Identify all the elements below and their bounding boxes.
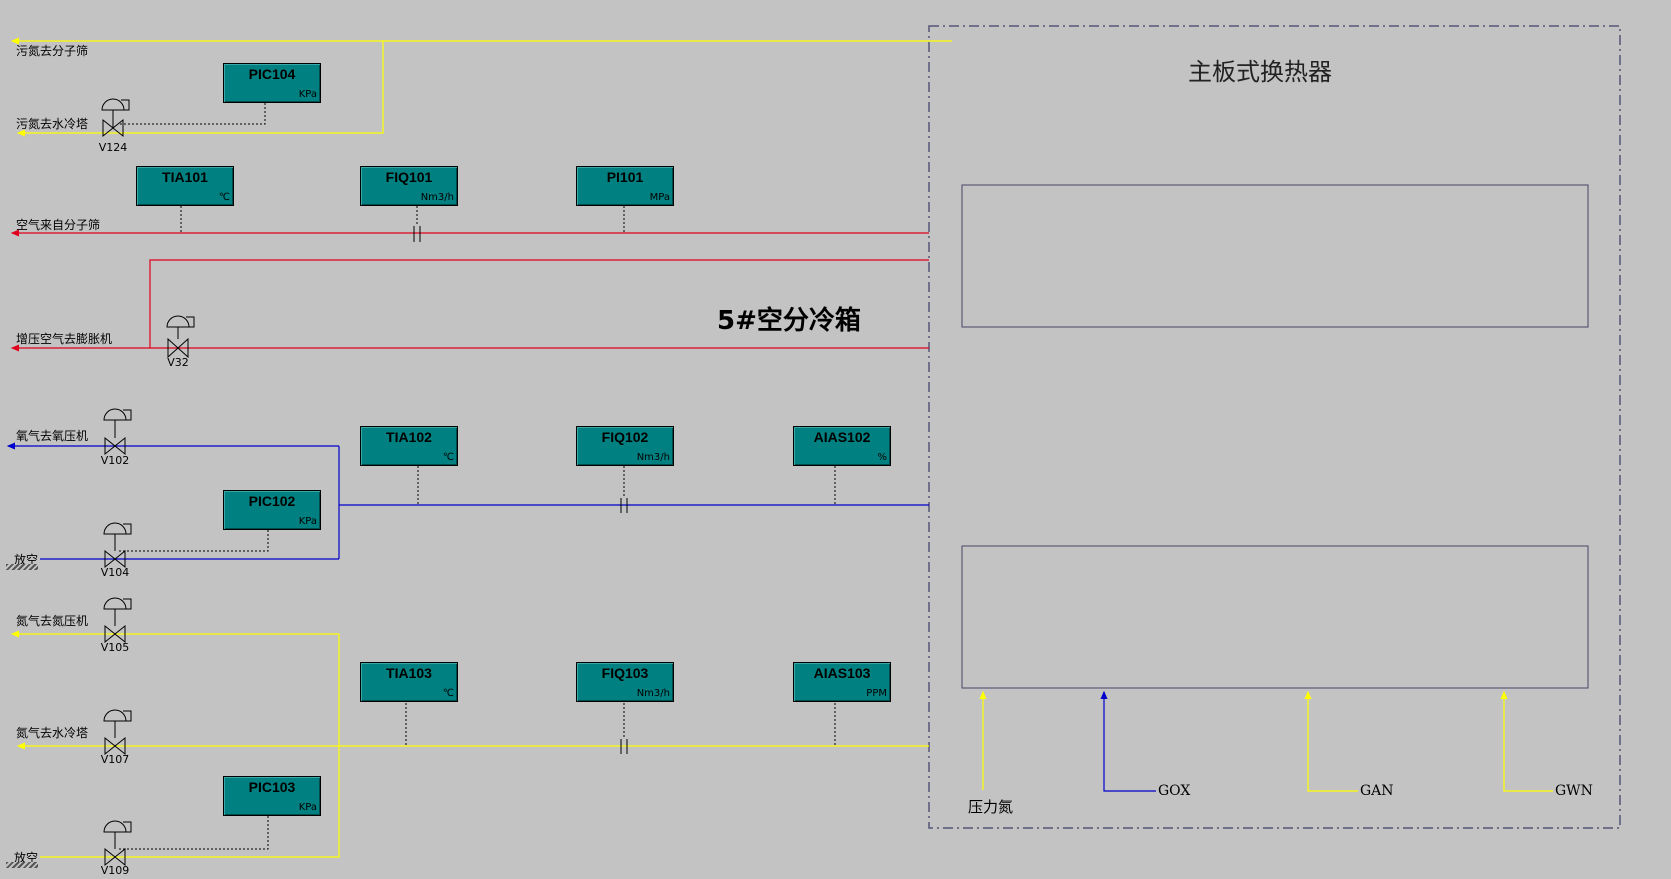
instrument-tia101[interactable]: TIA101 ℃ [136, 166, 234, 206]
instrument-pic102[interactable]: PIC102 KPa [223, 490, 321, 530]
orifice-fiq101 [413, 226, 421, 242]
exchanger-upper-section [961, 184, 1589, 328]
stream-tag-gox: GOX [1158, 783, 1191, 799]
oxygen-lines [6, 442, 929, 560]
instrument-fiq101[interactable]: FIQ101 Nm3/h [360, 166, 458, 206]
stream-tag-pressure-n2: 压力氮 [968, 798, 1014, 816]
stream-tag-gwn: GWN [1555, 783, 1593, 799]
orifice-fiq102 [620, 498, 628, 513]
gox-feed [1100, 690, 1156, 792]
control-valve-v104[interactable] [97, 520, 137, 574]
nitrogen-lines [10, 630, 929, 858]
control-valve-v107[interactable] [97, 707, 137, 761]
instrument-fiq102[interactable]: FIQ102 Nm3/h [576, 426, 674, 466]
cold-box-boundary [928, 25, 1621, 829]
stream-label-vent-o2: 放空 [14, 553, 39, 567]
valve-tag-v104: V104 [100, 566, 130, 579]
control-valve-v124[interactable] [95, 96, 135, 150]
stream-label-boost-air: 增压空气去膨胀机 [16, 332, 113, 346]
valve-tag-v124: V124 [98, 141, 128, 154]
gwn-feed [1500, 690, 1553, 792]
stream-label-o2-to-compressor: 氧气去氧压机 [16, 429, 89, 443]
instrument-aias103[interactable]: AIAS103 PPM [793, 662, 891, 702]
stream-label-waste-n2-to-tower: 污氮去水冷塔 [16, 117, 89, 131]
stream-label-vent-n2: 放空 [14, 851, 39, 865]
control-valve-v32[interactable] [160, 313, 200, 367]
control-valve-v105[interactable] [97, 595, 137, 649]
gan-feed [1304, 690, 1358, 792]
control-valve-v109[interactable] [97, 818, 137, 872]
valve-tag-v107: V107 [100, 753, 130, 766]
stream-tag-gan: GAN [1360, 783, 1394, 799]
stream-label-n2-to-tower: 氮气去水冷塔 [16, 726, 89, 740]
orifice-fiq103 [620, 739, 628, 754]
exchanger-title: 主板式换热器 [1188, 58, 1332, 86]
vent-o2-base [6, 564, 38, 570]
stream-label-n2-to-compressor: 氮气去氮压机 [16, 614, 89, 628]
vent-n2-base [6, 862, 38, 868]
pic104-signal [118, 103, 266, 125]
waste-n2-lines [10, 37, 952, 137]
valve-tag-v109: V109 [100, 864, 130, 877]
instrument-tia102[interactable]: TIA102 ℃ [360, 426, 458, 466]
air-lines [10, 229, 929, 352]
stream-label-waste-n2-to-sieve: 污氮去分子筛 [16, 44, 89, 58]
valve-tag-v105: V105 [100, 641, 130, 654]
exchanger-lower-section [961, 545, 1589, 689]
instrument-fiq103[interactable]: FIQ103 Nm3/h [576, 662, 674, 702]
instrument-tia103[interactable]: TIA103 ℃ [360, 662, 458, 702]
valve-tag-v102: V102 [100, 454, 130, 467]
cold-box-title: 5#空分冷箱 [717, 306, 861, 336]
instrument-pi101[interactable]: PI101 MPa [576, 166, 674, 206]
valve-tag-v32: V32 [167, 356, 189, 369]
instrument-aias102[interactable]: AIAS102 % [793, 426, 891, 466]
control-valve-v102[interactable] [97, 406, 137, 460]
instrument-pic103[interactable]: PIC103 KPa [223, 776, 321, 816]
stream-label-air-from-sieve: 空气来自分子筛 [16, 218, 101, 232]
instrument-pic104[interactable]: PIC104 KPa [223, 63, 321, 103]
